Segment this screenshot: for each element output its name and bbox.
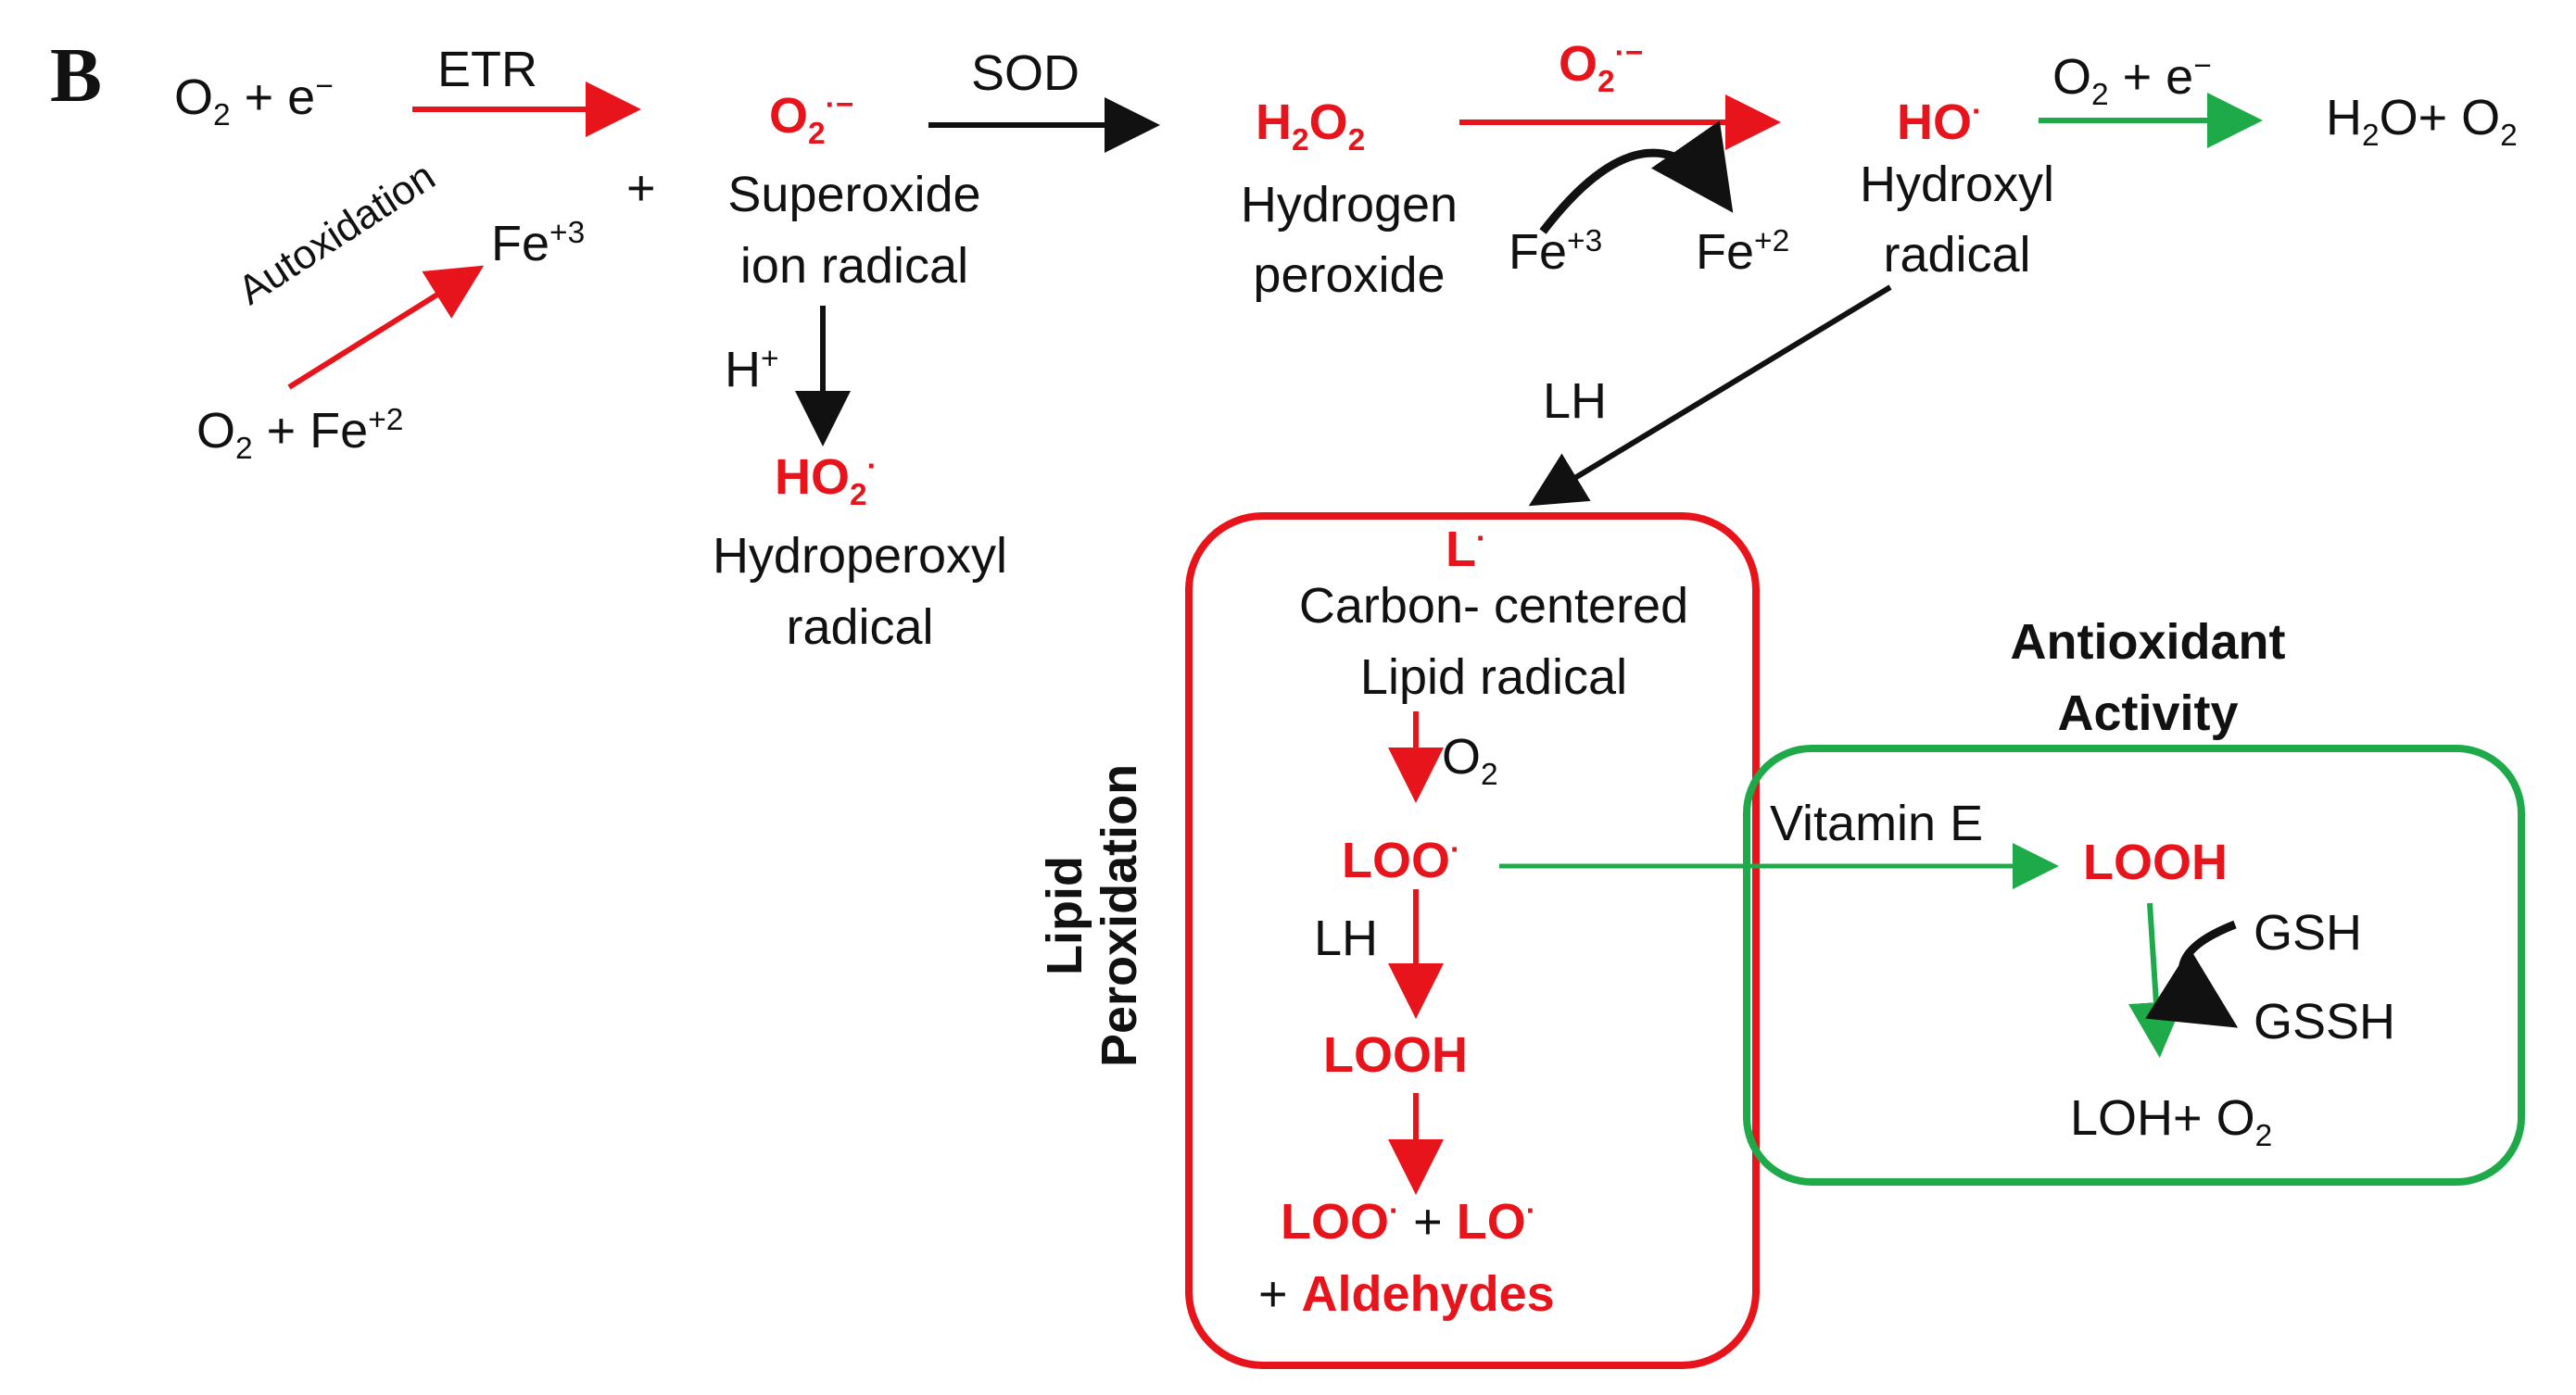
superoxide-symbol: O2·− xyxy=(769,88,854,151)
vitamin-e-label: Vitamin E xyxy=(1770,796,1984,851)
hydroxyl-name-2: radical xyxy=(1883,227,2031,283)
antioxidant-product: LOH+ O2 xyxy=(2070,1090,2273,1153)
carbon-centered-line1: Carbon- centered xyxy=(1298,578,1689,634)
hydroxyl-symbol: HO· xyxy=(1897,94,1983,150)
h2o2-name-2: peroxide xyxy=(1253,247,1446,303)
lh-propagation-label: LH xyxy=(1314,911,1379,966)
antioxidant-title-2: Activity xyxy=(2057,685,2239,741)
reduction-arrow xyxy=(2128,902,2184,1058)
hydroperoxyl-name-2: radical xyxy=(786,599,934,655)
antioxidant-looh: LOOH xyxy=(2083,835,2228,890)
antioxidant-activity-box xyxy=(1743,745,2525,1186)
h2o2-name-1: Hydrogen xyxy=(1240,177,1458,232)
lipid-radical-symbol: L· xyxy=(1446,522,1487,577)
ferrous-reactants: O2 + Fe+2 xyxy=(196,403,404,466)
autoxidation-arrow xyxy=(287,265,485,390)
h2o2-symbol: H2O2 xyxy=(1256,94,1366,157)
aldehydes-line: + Aldehydes xyxy=(1258,1266,1555,1322)
lh-top-label: LH xyxy=(1543,373,1608,429)
superoxide-name-2: ion radical xyxy=(739,238,969,294)
lipid-peroxidation-box xyxy=(1185,512,1760,1369)
hydroperoxyl-symbol: HO2· xyxy=(775,449,878,512)
gssh-label: GSSH xyxy=(2254,994,2396,1049)
hydroxyl-name-1: Hydroxyl xyxy=(1859,157,2055,212)
hydroperoxyl-name-1: Hydroperoxyl xyxy=(712,528,1008,584)
antioxidant-title-1: Antioxidant xyxy=(2010,614,2286,670)
proton-label: H+ xyxy=(725,342,779,397)
superoxide-name-1: Superoxide xyxy=(727,167,981,222)
sod-label: SOD xyxy=(971,45,1080,101)
start-reactants: O2 + e− xyxy=(174,69,334,132)
superoxide-catalyst: O2·− xyxy=(1559,36,1644,99)
fe3-cycle: Fe+3 xyxy=(1509,224,1603,280)
water-reactants: O2 + e− xyxy=(2052,49,2212,112)
plus-sign: + xyxy=(626,160,656,216)
fe3-left: Fe+3 xyxy=(491,216,586,271)
fe-cycle-arrow xyxy=(1539,120,1734,234)
lipid-hydroperoxide: LOOH xyxy=(1323,1027,1468,1083)
decomposition-products: LOO· + LO· xyxy=(1281,1194,1536,1250)
lipid-peroxidation-label: Lipid Peroxidation xyxy=(1037,763,1148,1067)
carbon-centered-line2: Lipid radical xyxy=(1359,649,1628,705)
etr-label: ETR xyxy=(437,42,537,97)
fe2-cycle: Fe+2 xyxy=(1696,224,1790,280)
peroxyl-radical: LOO· xyxy=(1342,833,1461,888)
glutathione-cycle-arrow xyxy=(2145,920,2239,1028)
gsh-label: GSH xyxy=(2254,905,2363,961)
final-products: H2O+ O2 xyxy=(2326,90,2518,153)
panel-label: B xyxy=(50,32,103,119)
lh-attack-arrow xyxy=(1528,284,1892,507)
oxygen-label: O2 xyxy=(1442,729,1498,792)
